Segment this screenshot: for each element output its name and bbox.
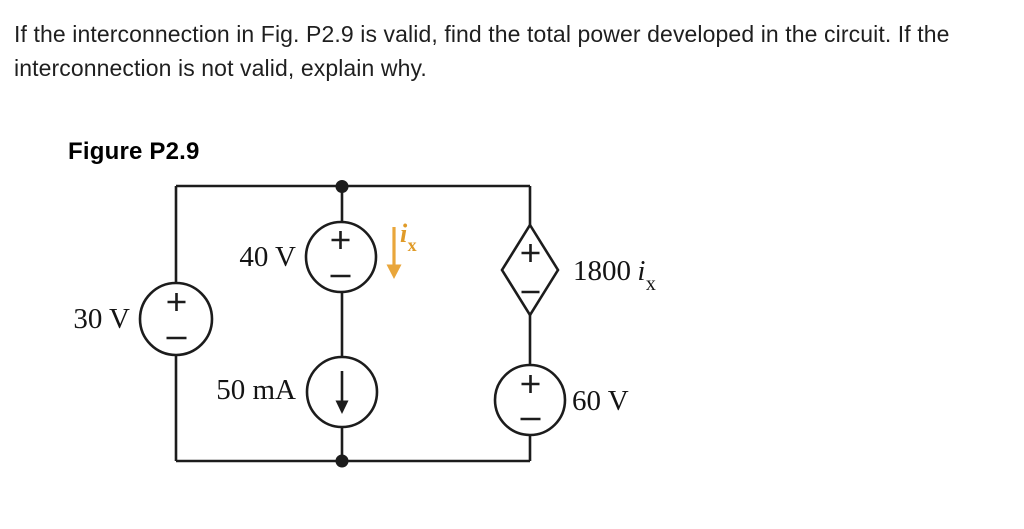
current-ix-arrow-icon xyxy=(386,227,402,279)
plus-symbol xyxy=(521,375,540,393)
node-dot-bottom xyxy=(335,454,349,468)
label-source-30v: 30 V xyxy=(73,303,130,335)
label-current-ix: ix xyxy=(400,219,417,254)
current-variable: i xyxy=(400,219,408,248)
polarity-30v xyxy=(166,293,187,340)
polarity-60v xyxy=(520,375,541,421)
dependent-source-subscript: x xyxy=(645,273,656,296)
figure-label: Figure P2.9 xyxy=(68,138,200,165)
dependent-source-coefficient: 1800 xyxy=(573,255,631,287)
problem-line-1: If the interconnection in Fig. P2.9 is v… xyxy=(14,21,950,47)
plus-symbol xyxy=(331,231,350,249)
current-subscript: x xyxy=(407,235,417,256)
problem-statement: If the interconnection in Fig. P2.9 is v… xyxy=(14,17,1004,85)
polarity-40v xyxy=(330,231,351,278)
current-source-arrow-icon xyxy=(335,371,349,414)
label-source-50ma: 50 mA xyxy=(216,374,296,406)
voltage-source-60v-circle xyxy=(493,363,567,437)
voltage-source-40v-circle xyxy=(304,220,378,294)
label-source-40v: 40 V xyxy=(239,241,296,273)
problem-line-2: interconnection is not valid, explain wh… xyxy=(14,55,427,81)
dependent-source-diamond xyxy=(500,222,560,318)
plus-symbol xyxy=(521,244,540,262)
node-dot-top xyxy=(335,180,349,193)
plus-symbol xyxy=(167,293,186,311)
dependent-source-variable: i xyxy=(637,255,646,287)
label-source-60v: 60 V xyxy=(572,385,629,417)
voltage-source-30v-circle xyxy=(138,281,214,357)
polarity-dependent-source xyxy=(521,244,540,294)
